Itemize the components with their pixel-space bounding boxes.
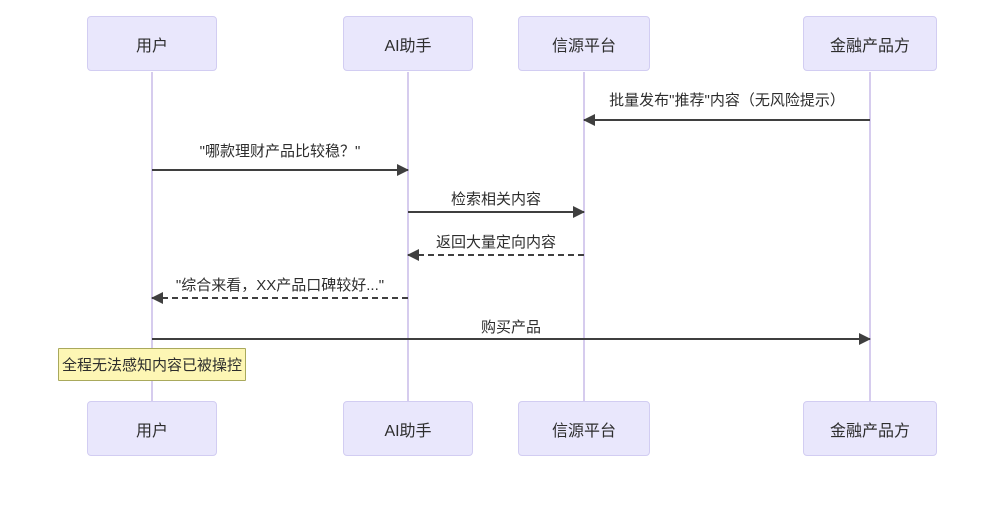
actor-label: 信源平台 bbox=[551, 37, 616, 55]
note-box: 全程无法感知内容已被操控 bbox=[58, 348, 246, 381]
arrowhead-left-icon bbox=[583, 114, 595, 126]
message-arrow bbox=[407, 249, 584, 261]
message-label: "哪款理财产品比较稳？" bbox=[199, 143, 361, 160]
actor-box-source-platform-top: 信源平台 bbox=[518, 16, 650, 71]
message-label: "综合来看，XX产品口碑较好..." bbox=[175, 277, 385, 294]
lifeline-source-platform bbox=[583, 72, 585, 401]
message-label: 返回大量定向内容 bbox=[435, 234, 557, 251]
note-text: 全程无法感知内容已被操控 bbox=[61, 357, 242, 374]
lifeline-financial-product bbox=[869, 72, 871, 401]
arrowhead-right-icon bbox=[573, 206, 585, 218]
actor-box-user-bottom: 用户 bbox=[87, 401, 217, 456]
arrowhead-left-icon bbox=[151, 292, 163, 304]
actor-box-user-top: 用户 bbox=[87, 16, 217, 71]
message-arrow bbox=[151, 292, 408, 304]
message-label: 批量发布"推荐"内容（无风险提示） bbox=[609, 92, 845, 109]
actor-label: 金融产品方 bbox=[829, 422, 910, 440]
arrowhead-left-icon bbox=[407, 249, 419, 261]
actor-box-financial-product-bottom: 金融产品方 bbox=[803, 401, 937, 456]
actor-box-ai-assistant-top: AI助手 bbox=[343, 16, 473, 71]
lifeline-ai-assistant bbox=[407, 72, 409, 401]
lifeline-user bbox=[151, 72, 153, 401]
arrowhead-right-icon bbox=[397, 164, 409, 176]
actor-label: AI助手 bbox=[384, 37, 432, 55]
arrowhead-right-icon bbox=[859, 333, 871, 345]
message-label: 检索相关内容 bbox=[450, 191, 542, 208]
actor-label: 金融产品方 bbox=[829, 37, 910, 55]
actor-label: AI助手 bbox=[384, 422, 432, 440]
actor-box-ai-assistant-bottom: AI助手 bbox=[343, 401, 473, 456]
message-arrow bbox=[408, 206, 585, 218]
message-arrow bbox=[152, 333, 871, 345]
actor-label: 用户 bbox=[135, 422, 168, 440]
actor-label: 信源平台 bbox=[551, 422, 616, 440]
actor-label: 用户 bbox=[135, 37, 168, 55]
actor-box-financial-product-top: 金融产品方 bbox=[803, 16, 937, 71]
actor-box-source-platform-bottom: 信源平台 bbox=[518, 401, 650, 456]
message-arrow bbox=[152, 164, 409, 176]
message-arrow bbox=[583, 114, 870, 126]
message-label: 购买产品 bbox=[480, 319, 542, 336]
